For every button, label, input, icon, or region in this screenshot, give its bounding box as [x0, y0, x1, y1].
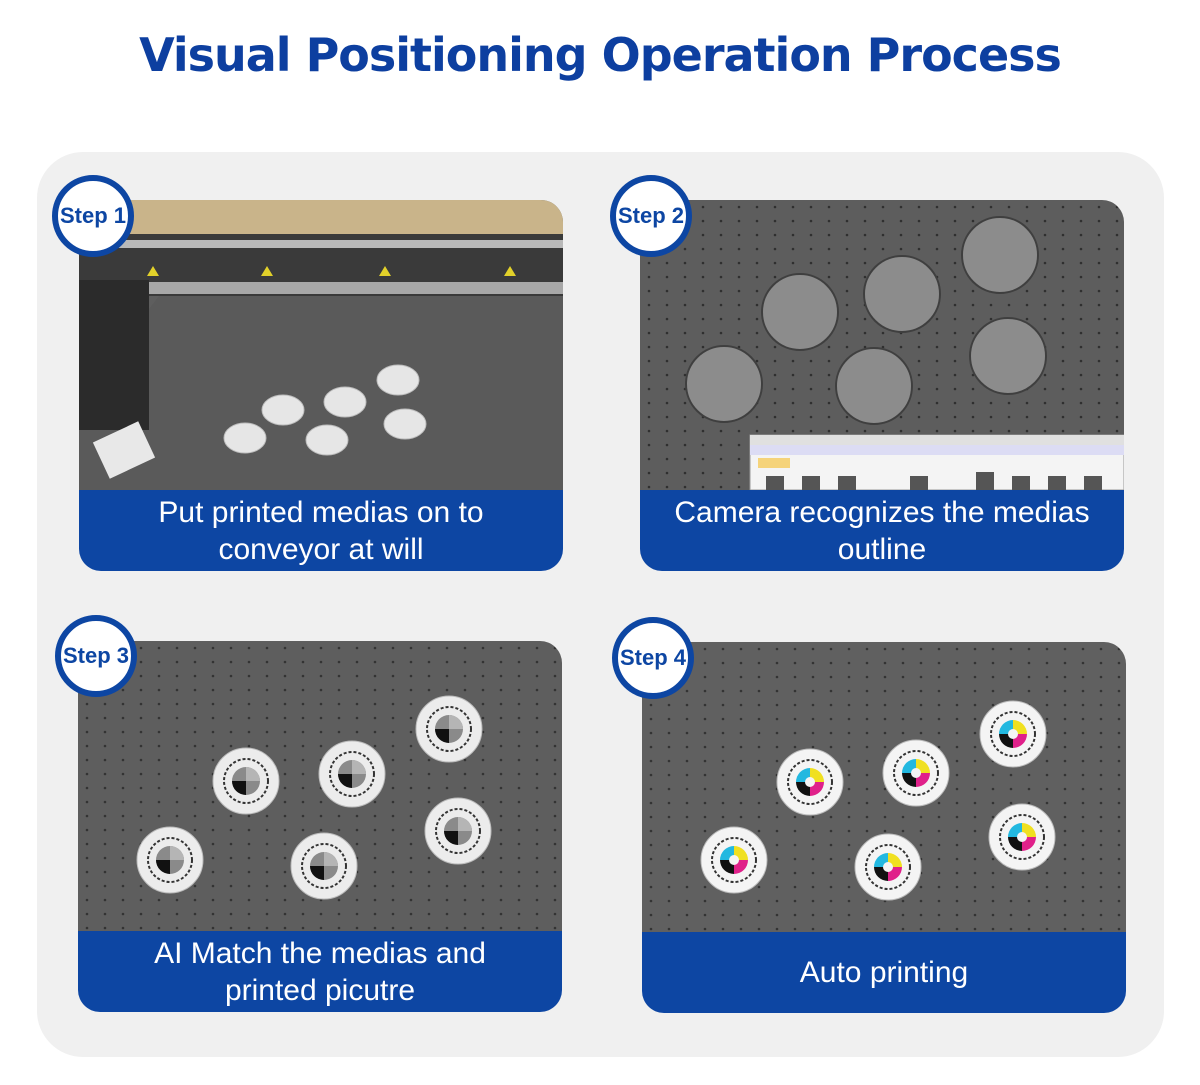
step-2-photo	[640, 200, 1124, 490]
step-2-badge-text: Step 2	[617, 203, 685, 228]
step-3-card: AI Match the medias and printed picutre	[78, 641, 562, 1012]
step-1-badge: Step 1	[52, 175, 134, 257]
step-1-card: Put printed medias on to conveyor at wil…	[79, 200, 563, 571]
step-3-caption-text: AI Match the medias and printed picutre	[154, 936, 486, 1007]
step-3-badge: Step 3	[55, 615, 137, 697]
step-4-badge-text: Step 4	[619, 645, 687, 670]
step-4-caption: Auto printing	[642, 932, 1126, 1013]
step-4-caption-text: Auto printing	[799, 956, 969, 989]
step-3-caption: AI Match the medias and printed picutre	[78, 931, 562, 1012]
step-1-caption-text: Put printed medias on to conveyor at wil…	[158, 495, 484, 566]
step-1-caption: Put printed medias on to conveyor at wil…	[79, 490, 563, 571]
step-1-photo	[79, 200, 563, 490]
step-2-caption: Camera recognizes the medias outline	[640, 490, 1124, 571]
step-4-badge: Step 4	[612, 617, 694, 699]
step-3-badge-text: Step 3	[62, 643, 130, 668]
step-2-caption-text: Camera recognizes the medias outline	[674, 495, 1090, 566]
step-2-card: Camera recognizes the medias outline	[640, 200, 1124, 571]
step-4-photo	[642, 642, 1126, 932]
step-2-badge: Step 2	[610, 175, 692, 257]
step-3-photo	[78, 641, 562, 931]
step-4-card: Auto printing	[642, 642, 1126, 1013]
step-1-badge-text: Step 1	[59, 203, 127, 228]
page-title: Visual Positioning Operation Process	[139, 28, 1062, 82]
